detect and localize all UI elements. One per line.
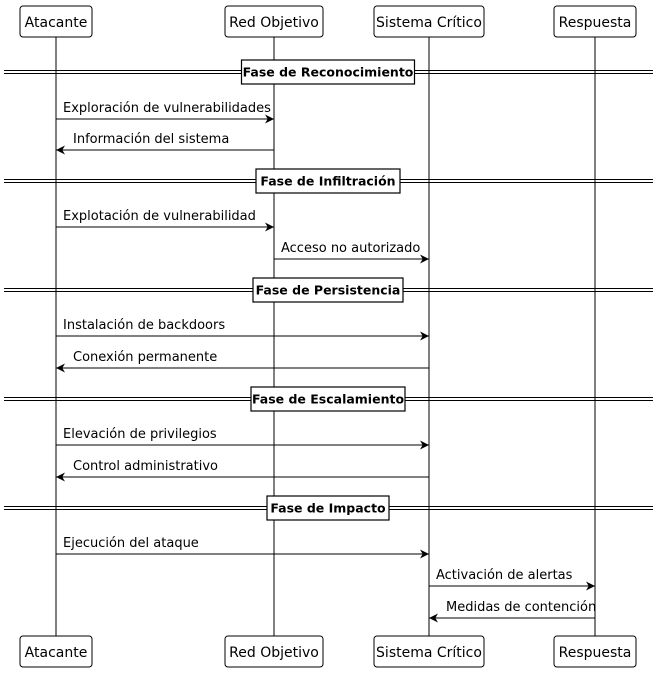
message-label: Ejecución del ataque [63,536,199,551]
participant-label-respuesta-bottom: Respuesta [559,645,632,661]
message-label: Control administrativo [73,459,218,474]
message-label: Acceso no autorizado [281,241,420,256]
participant-box-respuesta-top [553,5,637,38]
phase-box [250,386,406,412]
phase-label: Fase de Escalamiento [252,392,404,407]
participant-box-sistema-bottom [373,635,485,668]
participant-box-red-bottom [224,635,324,668]
participant-label-sistema-top: Sistema Crítico [376,15,482,31]
participant-label-red-top: Red Objetivo [229,15,319,31]
message-label: Activación de alertas [436,568,573,583]
participant-box-atacante-top [19,5,93,38]
message-label: Exploración de vulnerabilidades [63,101,271,116]
phase-box [252,277,404,303]
phase-box [255,168,401,194]
message-label: Elevación de privilegios [63,427,217,442]
message-label: Medidas de contención [446,600,596,615]
participant-label-sistema-bottom: Sistema Crítico [376,645,482,661]
message-label: Instalación de backdoors [63,318,225,333]
phase-label: Fase de Reconocimiento [243,65,414,80]
phase-box [266,495,390,521]
phase-label: Fase de Persistencia [256,283,401,298]
participant-box-respuesta-bottom [553,635,637,668]
message-label: Información del sistema [73,132,229,147]
participant-box-atacante-bottom [19,635,93,668]
participant-box-red-top [224,5,324,38]
participant-box-sistema-top [373,5,485,38]
participant-label-atacante-top: Atacante [25,15,88,31]
participant-label-red-bottom: Red Objetivo [229,645,319,661]
participant-label-atacante-bottom: Atacante [25,645,88,661]
phase-box [240,59,416,85]
participant-label-respuesta-top: Respuesta [559,15,632,31]
message-label: Explotación de vulnerabilidad [63,209,256,224]
phase-label: Fase de Infiltración [260,174,395,189]
message-label: Conexión permanente [73,350,217,365]
phase-label: Fase de Impacto [270,501,386,516]
